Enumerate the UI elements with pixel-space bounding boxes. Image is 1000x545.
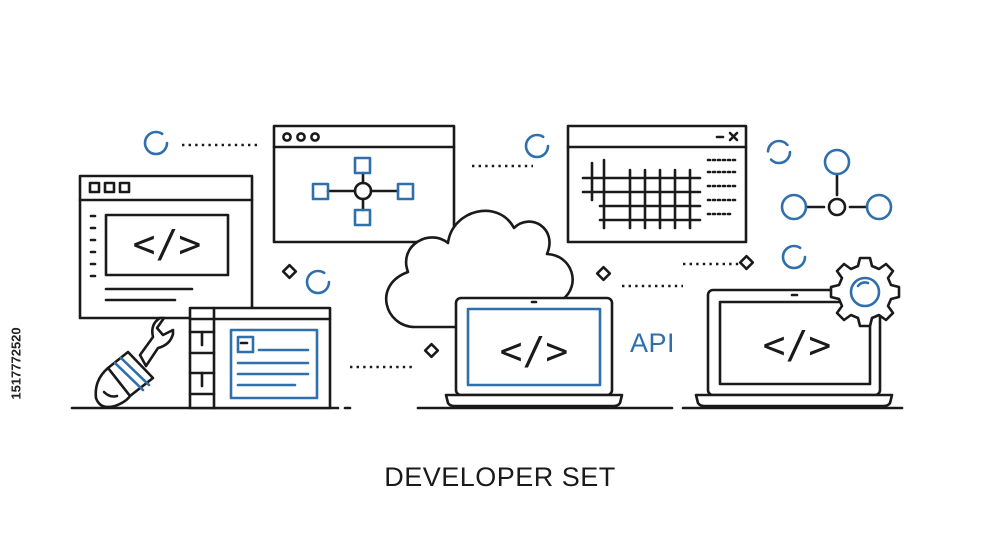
broken-circle-markers (143, 130, 807, 295)
diamond-markers (281, 254, 755, 359)
browser-code-window-icon: </> (78, 174, 254, 320)
wrench-screwdriver-icon (94, 316, 175, 409)
dotted-connectors (182, 143, 741, 369)
code-symbol: </> (133, 222, 202, 266)
network-diagram-window-icon (272, 124, 456, 244)
molecule-nodes-icon (780, 148, 893, 221)
gear-icon (829, 256, 901, 328)
stock-image-id: 1517772520 (8, 327, 24, 400)
laptop-code-icon: </> (444, 296, 624, 408)
data-grid-window-icon (566, 124, 748, 244)
api-label: API (630, 328, 676, 358)
code-symbol: </> (500, 329, 569, 373)
code-symbol: </> (763, 323, 832, 367)
laptop-gear-icon: </> (694, 288, 894, 408)
page-title: DEVELOPER SET (384, 462, 616, 492)
editor-window-icon (188, 306, 332, 410)
